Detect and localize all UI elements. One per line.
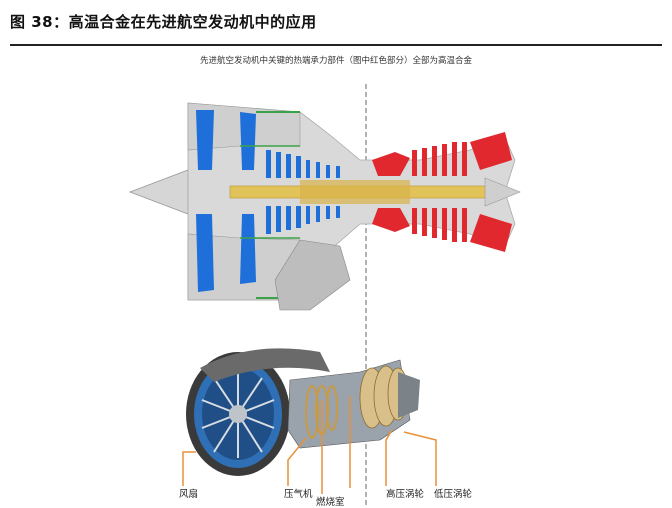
hot-section — [372, 132, 512, 252]
figure-title: 图 38：高温合金在先进航空发动机中的应用 — [10, 13, 317, 31]
gearbox — [274, 239, 351, 311]
fan-blade-bottom-1 — [196, 214, 214, 292]
label-hp-turbine: 高压涡轮 — [386, 489, 425, 500]
figure-subtitle: 先进航空发动机中关键的热端承力部件（图中红色部分）全部为高温合金 — [199, 56, 472, 66]
leader-lines — [182, 396, 437, 494]
figure-header: 图 38：高温合金在先进航空发动机中的应用 — [10, 0, 662, 46]
nacelle-cover — [200, 348, 330, 382]
exhaust-cone — [484, 177, 521, 207]
label-lp-turbine: 低压涡轮 — [434, 489, 473, 500]
fan-blade-bottom-2 — [240, 214, 256, 284]
label-fan: 风扇 — [179, 489, 199, 500]
spinner — [229, 405, 247, 423]
engine-cutaway — [186, 348, 420, 476]
shaft-core — [300, 180, 410, 204]
compressor-stages — [266, 150, 340, 234]
nose-cone — [128, 169, 189, 215]
fan-blade-top-2 — [240, 112, 256, 170]
compressor-rings-3d — [305, 385, 338, 439]
fan-blade-top-1 — [196, 110, 214, 170]
label-compressor: 压气机 — [284, 489, 313, 500]
engine-cross-section — [128, 84, 521, 505]
exhaust-tail — [398, 372, 420, 418]
label-combustor: 燃烧室 — [316, 497, 345, 508]
